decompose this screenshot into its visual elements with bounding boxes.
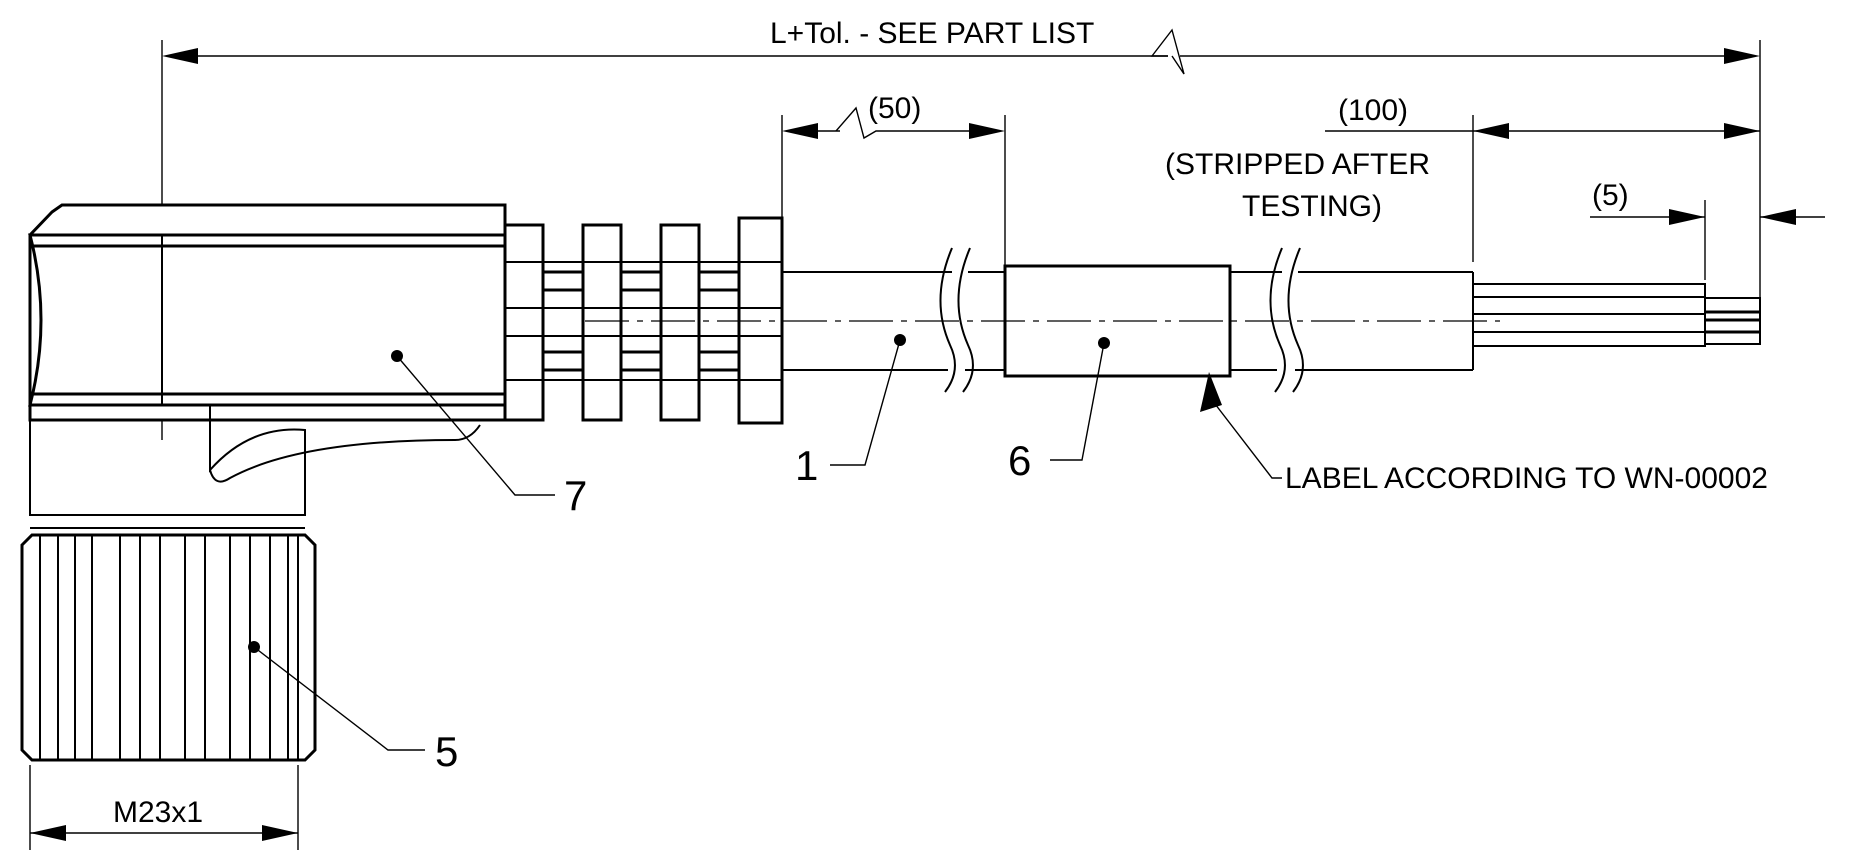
stripped-note-line2: TESTING) bbox=[1242, 190, 1382, 223]
callout-6-label: 6 bbox=[1008, 437, 1031, 484]
callout-6: 6 bbox=[1008, 337, 1110, 484]
strain-relief bbox=[503, 216, 784, 425]
label-note-callout: LABEL ACCORDING TO WN-00002 bbox=[1200, 372, 1768, 495]
callout-7: 7 bbox=[391, 350, 587, 519]
thread-dimension: M23x1 bbox=[29, 765, 299, 850]
dim-5-label: (5) bbox=[1592, 179, 1629, 212]
connector-housing bbox=[28, 203, 507, 529]
overall-length-label: L+Tol. - SEE PART LIST bbox=[770, 17, 1094, 50]
callout-7-label: 7 bbox=[564, 472, 587, 519]
thread-label: M23x1 bbox=[113, 796, 203, 829]
dim-50-label: (50) bbox=[868, 92, 921, 125]
stripped-note-line1: (STRIPPED AFTER bbox=[1165, 148, 1430, 181]
callout-5-label: 5 bbox=[435, 728, 458, 775]
callout-1-label: 1 bbox=[795, 442, 818, 489]
label-note-text: LABEL ACCORDING TO WN-00002 bbox=[1285, 462, 1768, 495]
dim-50: (50) bbox=[781, 92, 1006, 270]
coupling-nut bbox=[20, 533, 317, 762]
stripped-wires bbox=[1472, 283, 1761, 347]
overall-length-dimension: L+Tol. - SEE PART LIST bbox=[161, 17, 1761, 440]
callout-1: 1 bbox=[795, 334, 906, 489]
callout-5: 5 bbox=[248, 641, 458, 775]
dim-5: (5) bbox=[1590, 179, 1825, 280]
dim-100: (100) (STRIPPED AFTER TESTING) bbox=[1165, 94, 1760, 262]
dim-100-label: (100) bbox=[1338, 94, 1408, 127]
